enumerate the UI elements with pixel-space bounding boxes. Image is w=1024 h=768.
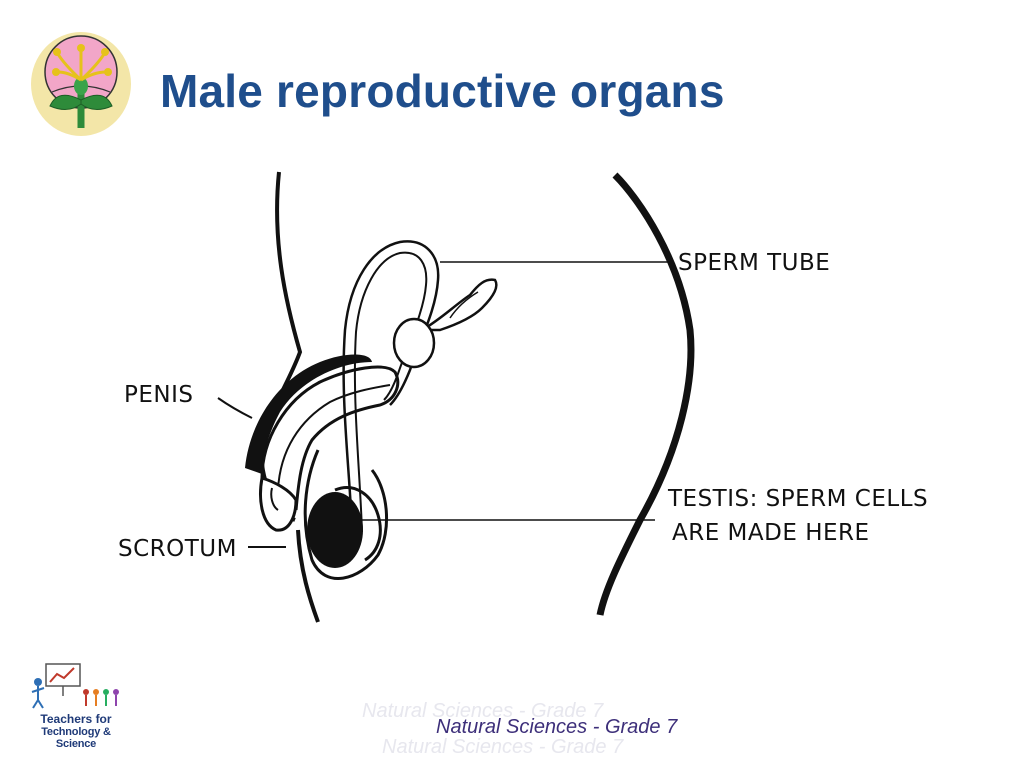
label-sperm-tube: SPERM TUBE (678, 250, 830, 276)
label-penis: PENIS (124, 382, 194, 408)
flower-icon (31, 32, 131, 136)
scrotum-sac (303, 449, 389, 580)
penis-shaft (260, 365, 400, 511)
prostate (392, 317, 436, 369)
scrotum-outline (296, 529, 320, 623)
org-logo: Teachers for Technology & Science (24, 662, 128, 750)
label-testis-line1: TESTIS: SPERM CELLS (667, 486, 928, 512)
penis-urethra (277, 384, 391, 491)
flower-logo (28, 28, 134, 138)
teachers-icon (31, 663, 119, 709)
footer-ghost-text-lower: Natural Sciences - Grade 7 (382, 736, 624, 758)
reproductive-diagram: SPERM TUBE PENIS SCROTUM TESTIS: SPERM C… (100, 165, 980, 635)
penis-glans (259, 476, 298, 532)
testis (307, 492, 363, 568)
front-outline (596, 172, 695, 616)
label-scrotum: SCROTUM (118, 536, 237, 562)
footer-text: Natural Sciences - Grade 7 (436, 716, 678, 738)
epididymis (334, 486, 382, 562)
penis-erectile-tissue (245, 354, 372, 474)
footer-ghost-text-upper: Natural Sciences - Grade 7 (362, 700, 604, 722)
org-name-line1: Teachers for (40, 712, 112, 726)
slide-title: Male reproductive organs (160, 65, 725, 117)
leader-penis (217, 397, 253, 419)
diagram-drawing: SPERM TUBE PENIS SCROTUM TESTIS: SPERM C… (118, 171, 928, 623)
org-name-line2: Technology & Science (41, 726, 111, 750)
label-testis-line2: ARE MADE HERE (672, 520, 870, 546)
sperm-tube (342, 240, 440, 533)
